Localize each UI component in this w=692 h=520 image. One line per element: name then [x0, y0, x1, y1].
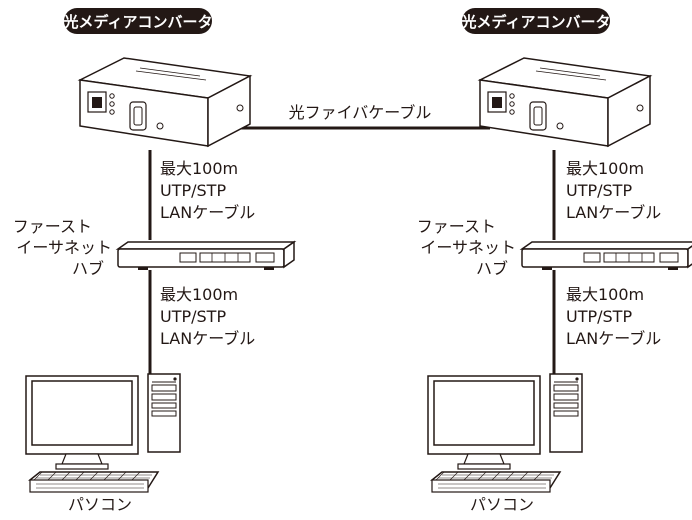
left-converter-label-pill [64, 8, 212, 34]
left-upper-cable-line-3: LANケーブル [160, 203, 255, 222]
right-converter-label-pill [462, 8, 610, 34]
right-upper-cable-line-2: UTP/STP [566, 181, 632, 200]
left-pc-label: パソコン [68, 495, 132, 514]
left-hub-label-line-1: ファースト [13, 217, 92, 236]
right-lower-cable-line-2: UTP/STP [566, 307, 632, 326]
left-ethernet-hub [117, 241, 295, 271]
left-upper-cable-line-1: 最大100m [160, 159, 238, 178]
right-personal-computer [427, 373, 583, 493]
right-media-converter [479, 57, 651, 147]
right-hub-label-line-3: ハブ [476, 259, 508, 278]
left-hub-label-line-2: イーサネット [16, 238, 112, 257]
right-hub-label-line-2: イーサネット [420, 238, 516, 257]
right-upper-cable-line-1: 最大100m [566, 159, 644, 178]
left-lower-cable-line-2: UTP/STP [160, 307, 226, 326]
left-converter-label: 光メディアコンバータ [63, 13, 213, 31]
left-column: 光メディアコンバータ 最大100m UTP/STP LANケーブル ファースト … [13, 8, 295, 514]
right-ethernet-hub [521, 241, 692, 271]
right-hub-label-line-1: ファースト [417, 217, 496, 236]
left-personal-computer [25, 373, 181, 493]
left-lower-cable-line-3: LANケーブル [160, 329, 255, 348]
left-media-converter [79, 57, 251, 147]
left-hub-label-line-3: ハブ [72, 259, 104, 278]
fiber-cable-label: 光ファイバケーブル [289, 103, 432, 122]
right-column: 光メディアコンバータ 最大100m UTP/STP LANケーブル ファースト … [417, 8, 692, 514]
right-converter-label: 光メディアコンバータ [461, 13, 611, 31]
left-upper-cable-line-2: UTP/STP [160, 181, 226, 200]
right-lower-cable-line-1: 最大100m [566, 285, 644, 304]
right-lower-cable-line-3: LANケーブル [566, 329, 661, 348]
right-upper-cable-line-3: LANケーブル [566, 203, 661, 222]
right-pc-label: パソコン [470, 495, 534, 514]
left-lower-cable-line-1: 最大100m [160, 285, 238, 304]
